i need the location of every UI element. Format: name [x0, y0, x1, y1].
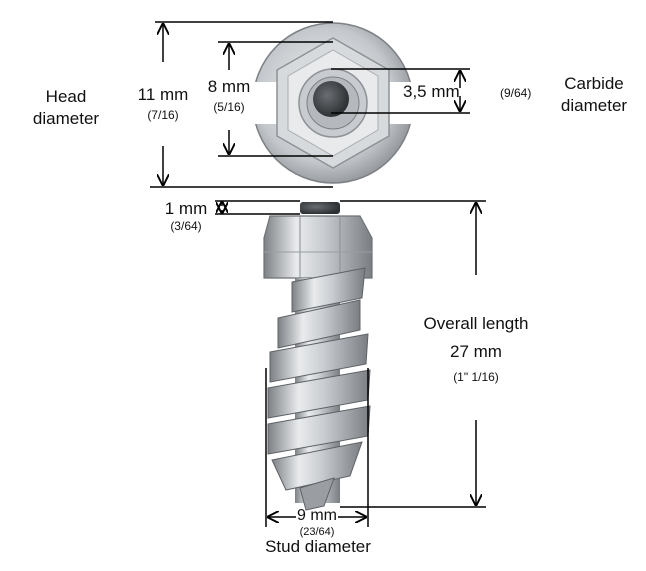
inner-diameter-fraction: (5/16) — [213, 100, 245, 114]
carbide-diameter-fraction: (9/64) — [500, 86, 532, 100]
stud-head-top-view — [240, 22, 415, 184]
overall-length-label: Overall length — [423, 314, 529, 333]
head-diameter-label-line2: diameter — [32, 109, 100, 128]
head-diameter-fraction: (7/16) — [147, 108, 179, 122]
head-diameter-value: 11 mm — [137, 85, 189, 104]
stud-diameter-value: 9 mm — [297, 507, 337, 524]
inner-diameter-value: 8 mm — [207, 77, 251, 96]
overall-length-value: 27 mm — [450, 342, 502, 361]
carbide-diameter-label-line1: Carbide — [564, 74, 624, 93]
carbide-protrusion-value: 1 mm — [164, 199, 208, 218]
carbide-diameter-value: 3,5 mm — [403, 82, 460, 101]
stud-diameter-fraction: (23/64) — [299, 526, 335, 538]
carbide-diameter-label: Carbide diameter — [548, 73, 640, 117]
stud-side-view — [263, 202, 373, 511]
stud-diameter-label: Stud diameter — [265, 537, 371, 556]
carbide-protrusion-fraction: (3/64) — [170, 219, 202, 233]
carbide-pin-top — [313, 81, 349, 117]
carbide-pin-side — [300, 202, 340, 214]
thread-flanks — [267, 267, 371, 491]
overall-length-fraction: (1" 1/16) — [453, 370, 499, 384]
head-diameter-label: Head diameter — [14, 86, 118, 130]
dimension-lines — [150, 21, 486, 527]
carbide-diameter-label-line2: diameter — [560, 96, 628, 115]
head-diameter-label-line1: Head — [45, 87, 87, 106]
